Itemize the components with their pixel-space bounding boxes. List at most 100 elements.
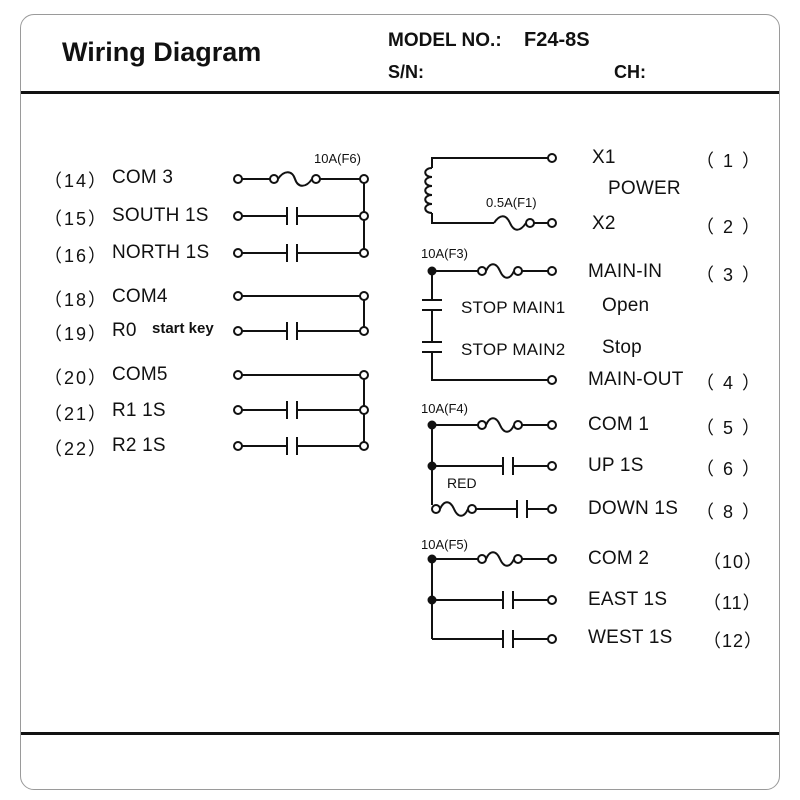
- com1-group: [427, 417, 557, 518]
- red-fuse-symbol: [439, 501, 469, 517]
- terminal-dot: [547, 218, 557, 228]
- fuse-f4-label: 10A(F4): [421, 401, 468, 416]
- stop-main2-label: STOP MAIN2: [461, 340, 566, 359]
- terminal-number-6: （ 6 ）: [696, 459, 763, 479]
- terminal-label-south: SOUTH 1S: [112, 205, 209, 226]
- left-group-com4: [233, 291, 369, 340]
- terminal-dot: [359, 291, 369, 301]
- terminal-number-4: （ 4 ）: [696, 373, 763, 393]
- terminal-label-west: WEST 1S: [588, 627, 673, 648]
- terminal-label-com2: COM 2: [588, 548, 650, 569]
- terminal-dot: [233, 291, 243, 301]
- page-frame: [20, 14, 780, 790]
- start-key-label: start key: [152, 320, 214, 337]
- terminal-dot: [311, 174, 321, 184]
- terminal-dot: [513, 420, 523, 430]
- terminal-label-r2: R2 1S: [112, 435, 166, 456]
- terminal-number-15: （15）: [44, 209, 109, 229]
- fuse-f4-symbol: [485, 417, 515, 433]
- terminal-dot: [547, 375, 557, 385]
- serial-number-label: S/N:: [388, 62, 424, 82]
- terminal-label-x2: X2: [592, 213, 616, 234]
- terminal-number-21: （21）: [44, 404, 109, 424]
- red-label: RED: [447, 475, 477, 491]
- terminal-dot: [359, 248, 369, 258]
- terminal-dot: [477, 266, 487, 276]
- terminal-dot: [547, 634, 557, 644]
- left-group-com3: [233, 171, 369, 262]
- terminal-number-22: （22）: [44, 439, 109, 459]
- stop-label: Stop: [602, 337, 642, 358]
- terminal-number-11: （11）: [703, 593, 762, 613]
- terminal-dot: [233, 441, 243, 451]
- terminal-number-16: （16）: [44, 246, 109, 266]
- terminal-dot: [547, 504, 557, 514]
- terminal-dot: [547, 554, 557, 564]
- terminal-dot: [233, 326, 243, 336]
- terminal-dot: [359, 326, 369, 336]
- terminal-dot: [359, 370, 369, 380]
- terminal-label-r1: R1 1S: [112, 400, 166, 421]
- terminal-number-5: （ 5 ）: [696, 418, 763, 438]
- header-divider: [21, 91, 779, 94]
- contact-south: [242, 207, 360, 225]
- terminal-number-1: （ 1 ）: [696, 151, 763, 171]
- terminal-number-20: （20）: [44, 368, 109, 388]
- fuse-f1-symbol: [493, 215, 527, 231]
- contact-r0: [242, 322, 360, 340]
- terminal-label-com1: COM 1: [588, 414, 650, 435]
- footer-divider: [21, 732, 779, 735]
- contact-r1: [242, 401, 360, 419]
- terminal-dot: [233, 370, 243, 380]
- terminal-label-main-out: MAIN-OUT: [588, 369, 684, 390]
- terminal-label-com5: COM5: [112, 364, 168, 385]
- model-number-label: MODEL NO.:: [388, 30, 502, 51]
- terminal-label-up: UP 1S: [588, 455, 644, 476]
- terminal-label-x1: X1: [592, 147, 616, 168]
- channel-label: CH:: [614, 62, 646, 82]
- contact-north: [242, 244, 360, 262]
- terminal-dot: [233, 211, 243, 221]
- terminal-number-10: （10）: [703, 552, 764, 572]
- terminal-dot: [359, 211, 369, 221]
- fuse-f5-symbol: [485, 551, 515, 567]
- coil-symbol: [424, 167, 433, 214]
- terminal-label-north: NORTH 1S: [112, 242, 210, 263]
- power-transformer: [424, 153, 557, 231]
- stop-main1-label: STOP MAIN1: [461, 298, 566, 317]
- terminal-dot: [547, 461, 557, 471]
- terminal-dot: [525, 218, 535, 228]
- terminal-dot: [477, 554, 487, 564]
- contact-down: [476, 500, 548, 518]
- terminal-dot: [359, 405, 369, 415]
- terminal-dot: [513, 266, 523, 276]
- fuse-f5-label: 10A(F5): [421, 537, 468, 552]
- terminal-label-r0: R0: [112, 320, 137, 341]
- com2-group: [427, 551, 557, 648]
- terminal-dot: [233, 405, 243, 415]
- terminal-dot: [547, 266, 557, 276]
- terminal-dot: [269, 174, 279, 184]
- terminal-dot: [359, 174, 369, 184]
- terminal-number-12: （12）: [703, 631, 764, 651]
- terminal-dot: [547, 153, 557, 163]
- terminal-dot: [547, 420, 557, 430]
- terminal-label-main-in: MAIN-IN: [588, 261, 663, 282]
- terminal-dot: [467, 504, 477, 514]
- terminal-label-down: DOWN 1S: [588, 498, 679, 519]
- wire: [431, 213, 494, 224]
- open-label: Open: [602, 295, 650, 316]
- fuse-f6-label: 10A(F6): [314, 151, 361, 166]
- terminal-label-com3: COM 3: [112, 167, 174, 188]
- fuse-f3-label: 10A(F3): [421, 246, 468, 261]
- stop-contacts: [422, 271, 548, 381]
- model-number-value: F24-8S: [524, 29, 590, 51]
- terminal-dot: [431, 504, 441, 514]
- terminal-dot: [513, 554, 523, 564]
- fuse-f3-symbol: [485, 263, 515, 279]
- terminal-number-2: （ 2 ）: [696, 217, 763, 237]
- page-title: Wiring Diagram: [62, 37, 262, 67]
- main-circuit: [422, 263, 557, 385]
- terminal-dot: [359, 441, 369, 451]
